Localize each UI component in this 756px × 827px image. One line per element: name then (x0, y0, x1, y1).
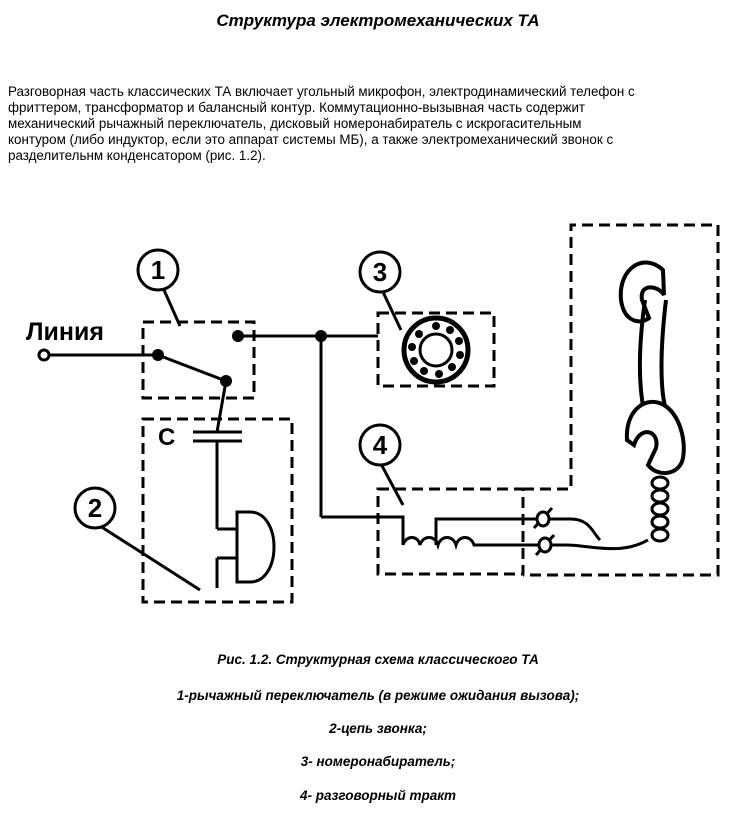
junction-dot (152, 349, 164, 361)
bell-icon (235, 510, 276, 584)
handset-icon (618, 260, 686, 543)
callout-number: 3 (373, 257, 387, 287)
circuit-diagram: 1 2 3 4 Линия С (26, 223, 720, 604)
line-label: Линия (26, 318, 104, 346)
dialer-block-box (376, 311, 496, 388)
page-title: Структура электромеханических ТА (216, 11, 540, 30)
legend-item: 2-цепь звонка; (329, 721, 427, 736)
legend-item: 3- номеронабиратель; (300, 754, 456, 769)
paragraph-line: механический рычажный переключатель, дис… (8, 116, 582, 131)
callout-circle (358, 250, 402, 294)
junction-dot (220, 375, 232, 387)
callout-number: 2 (88, 493, 102, 523)
speech-wire (434, 517, 538, 545)
rotary-dial-icon (401, 315, 471, 385)
fuse-icon (535, 510, 551, 528)
speech-wire (321, 515, 405, 545)
wire-to-bell (215, 380, 228, 433)
paragraph-line: контуром (либо индуктор, если это аппара… (8, 132, 614, 147)
paragraph-line: фриттером, трансформатор и балансный кон… (8, 100, 586, 115)
bell-block-box (141, 417, 294, 604)
switch-leader-line (162, 289, 182, 327)
legend-item: 4- разговорный тракт (299, 788, 457, 803)
switch-block-box (141, 320, 256, 400)
handset-cord (538, 517, 602, 542)
bell-leader-line (99, 524, 201, 592)
paragraph-line: Разговорная часть классических ТА включа… (8, 84, 635, 99)
speech-block-box (376, 487, 525, 576)
callout-number: 1 (151, 255, 165, 285)
coil-icon (401, 536, 545, 551)
junction-dot (232, 330, 244, 342)
switch-lever (157, 353, 227, 383)
paragraph-line: разделительнм конденсатором (рис. 1.2). (8, 148, 266, 163)
callout-number: 4 (373, 430, 388, 460)
speech-leader-line (379, 463, 405, 506)
legend-item: 1-рычажный переключатель (в режиме ожида… (176, 688, 580, 703)
dialer-leader-line (381, 291, 403, 331)
junction-dot (315, 330, 327, 342)
line-terminal (37, 348, 51, 362)
description-paragraph: Разговорная часть классических ТА включа… (8, 84, 748, 164)
callout-circle (136, 248, 180, 292)
capacitor-label: С (158, 424, 175, 451)
fuse-icon (537, 536, 553, 554)
handset-block-box (523, 223, 720, 577)
handset-cord (545, 538, 649, 551)
figure-caption: Рис. 1.2. Структурная схема классическог… (217, 652, 539, 667)
callout-circle (358, 423, 402, 467)
callout-circle (73, 486, 117, 530)
